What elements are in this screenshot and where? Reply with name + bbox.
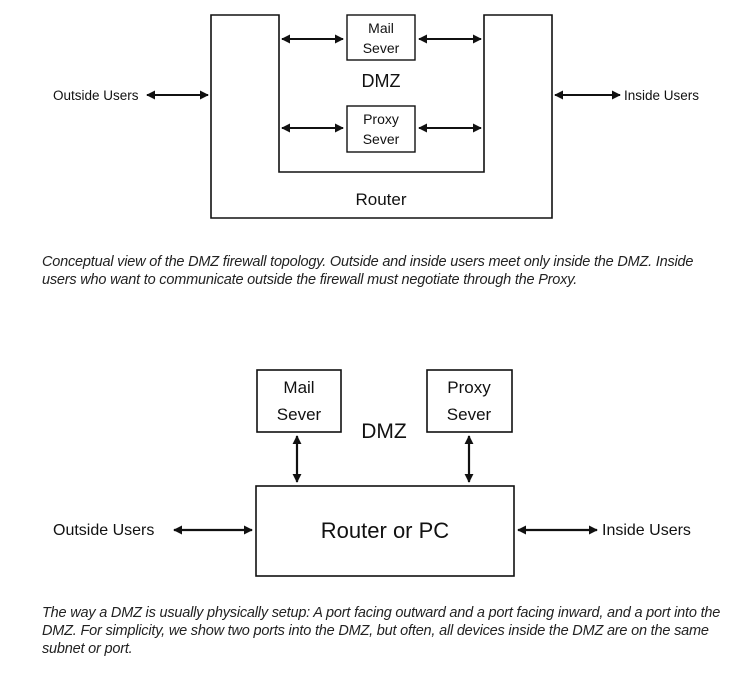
outside-users-label: Outside Users [53, 88, 139, 103]
proxy-server-label-line1: Proxy [363, 111, 399, 127]
mail-server-label-line2: Sever [363, 40, 400, 56]
caption-conceptual: Conceptual view of the DMZ firewall topo… [42, 254, 694, 288]
inside-users-label-2: Inside Users [602, 522, 691, 539]
caption-physical: The way a DMZ is usually physically setu… [42, 605, 721, 657]
mail-server-label-line2-2: Sever [277, 405, 322, 424]
mail-server-box-2 [256, 369, 342, 433]
outside-users-label-2: Outside Users [53, 522, 154, 539]
router-or-pc-box [255, 485, 515, 577]
proxy-server-label-line2: Sever [363, 131, 400, 147]
mail-server-label-line1-2: Mail [283, 378, 314, 397]
router-or-pc-label: Router or PC [321, 518, 449, 543]
dmz-label: DMZ [362, 71, 401, 91]
dmz-label-2: DMZ [361, 420, 407, 443]
router-label: Router [355, 190, 406, 209]
mail-server-label-line1: Mail [368, 20, 394, 36]
physical-diagram: Mail Sever Proxy Sever DMZ Router or PC … [53, 369, 691, 577]
proxy-server-label-line1-2: Proxy [447, 378, 491, 397]
proxy-server-box [346, 105, 416, 153]
proxy-server-label-line2-2: Sever [447, 405, 492, 424]
conceptual-diagram: Mail Sever Proxy Sever DMZ Router Outsid… [53, 14, 699, 219]
inside-users-label: Inside Users [624, 88, 699, 103]
proxy-server-box-2 [426, 369, 513, 433]
router-u-shape [210, 14, 553, 219]
mail-server-box [346, 14, 416, 61]
